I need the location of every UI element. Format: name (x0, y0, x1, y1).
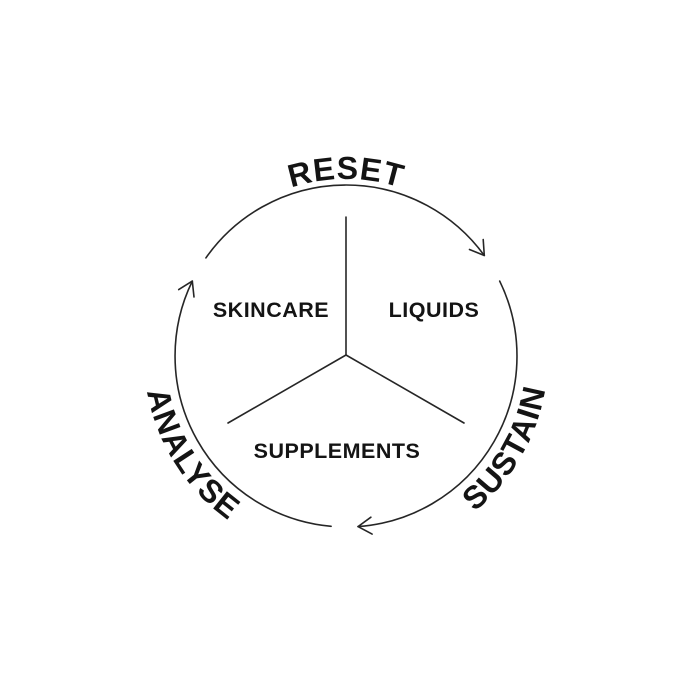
segment-label-liquids: LIQUIDS (389, 298, 480, 322)
ring-label-reset: RESET (284, 150, 407, 194)
arrow-icon-left (177, 280, 195, 298)
svg-text:RESET: RESET (284, 150, 408, 194)
arrow-icon-top-right (468, 238, 486, 257)
segment-label-supplements: SUPPLEMENTS (254, 439, 421, 463)
divider-spoke-lower-right (345, 354, 465, 424)
divider-spoke-lower-left (227, 354, 347, 424)
cycle-arc-right (357, 280, 518, 528)
svg-text:SUSTAIN: SUSTAIN (455, 382, 552, 517)
arrow-icon-bottom (357, 516, 373, 535)
segment-label-skincare: SKINCARE (213, 298, 329, 322)
svg-text:ANALYSE: ANALYSE (140, 385, 247, 527)
cycle-arc-top (205, 184, 486, 259)
ring-label-sustain: SUSTAIN (455, 382, 551, 517)
ring-label-analyse: ANALYSE (140, 385, 246, 527)
cycle-arc-left (174, 280, 332, 528)
